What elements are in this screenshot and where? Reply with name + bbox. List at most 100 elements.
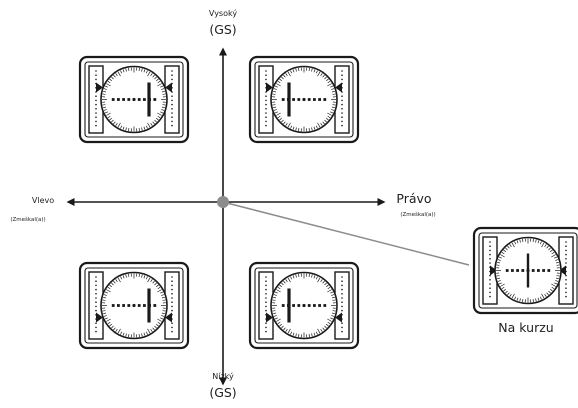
course-dot xyxy=(292,98,295,101)
scale-dot xyxy=(341,293,343,295)
scale-dot xyxy=(171,285,173,287)
course-dot xyxy=(318,98,321,101)
axis-sub-high: (GS) xyxy=(209,24,236,37)
center-dot xyxy=(302,98,305,101)
scale-dot xyxy=(171,301,173,303)
scale-dot xyxy=(265,293,267,295)
scale-dot xyxy=(171,125,173,127)
scale-dot xyxy=(265,301,267,303)
course-dot xyxy=(117,98,120,101)
scale-dot xyxy=(171,79,173,81)
scale-dot xyxy=(341,79,343,81)
scale-dot xyxy=(489,296,491,298)
course-needle xyxy=(287,83,290,117)
scale-dot xyxy=(95,301,97,303)
scale-dot xyxy=(565,283,567,285)
course-dot xyxy=(323,98,326,101)
course-dot xyxy=(153,304,156,307)
scale-dot xyxy=(95,70,97,72)
course-dot xyxy=(127,304,130,307)
course-dot xyxy=(297,304,300,307)
course-dot xyxy=(542,269,545,272)
scale-dot xyxy=(341,280,343,282)
course-needle xyxy=(147,83,150,117)
scale-dot xyxy=(171,70,173,72)
scale-dot xyxy=(341,125,343,127)
scale-dot xyxy=(489,287,491,289)
scale-dot xyxy=(565,241,567,243)
scale-dot xyxy=(341,116,343,118)
course-dot xyxy=(138,98,141,101)
scale-dot xyxy=(95,74,97,76)
scale-dot xyxy=(489,258,491,260)
scale-dot xyxy=(341,322,343,324)
scale-dot xyxy=(95,112,97,114)
axis-label-high: Vysoký xyxy=(209,10,237,18)
scale-dot xyxy=(265,95,267,97)
scale-dot xyxy=(341,331,343,333)
scale-dot xyxy=(489,254,491,256)
scale-dot xyxy=(95,310,97,312)
course-dot xyxy=(308,98,311,101)
scale-dot xyxy=(341,74,343,76)
center-dot xyxy=(132,304,135,307)
scale-dot xyxy=(341,95,343,97)
scale-dot xyxy=(171,289,173,291)
instrument-on-course xyxy=(474,228,578,313)
scale-dot xyxy=(95,125,97,127)
scale-dot xyxy=(171,306,173,308)
scale-dot xyxy=(95,276,97,278)
scale-dot xyxy=(565,254,567,256)
scale-dot xyxy=(171,116,173,118)
scale-dot xyxy=(95,289,97,291)
scale-dot xyxy=(95,297,97,299)
scale-dot xyxy=(565,279,567,281)
axis-sub-low: (GS) xyxy=(209,387,236,400)
scale-dot xyxy=(265,310,267,312)
course-dot xyxy=(516,269,519,272)
scale-dot xyxy=(171,280,173,282)
scale-dot xyxy=(171,327,173,329)
course-dot xyxy=(308,304,311,307)
course-dot xyxy=(292,304,295,307)
scale-dot xyxy=(265,70,267,72)
scale-dot xyxy=(265,322,267,324)
instrument-high-left xyxy=(80,57,188,142)
scale-dot xyxy=(265,112,267,114)
scale-dot xyxy=(95,293,97,295)
scale-dot xyxy=(95,306,97,308)
scale-dot xyxy=(565,262,567,264)
scale-dot xyxy=(95,331,97,333)
instrument-high-right xyxy=(250,57,358,142)
scale-dot xyxy=(95,121,97,123)
instrument-low-right xyxy=(250,263,358,348)
scale-dot xyxy=(489,241,491,243)
scale-dot xyxy=(341,70,343,72)
scale-dot xyxy=(171,331,173,333)
course-dot xyxy=(318,304,321,307)
scale-dot xyxy=(341,310,343,312)
scale-dot xyxy=(341,104,343,106)
scale-dot xyxy=(341,112,343,114)
scale-dot xyxy=(565,292,567,294)
course-dot xyxy=(282,98,285,101)
course-dot xyxy=(138,304,141,307)
instrument-low-left xyxy=(80,263,188,348)
scale-dot xyxy=(341,108,343,110)
scale-dot xyxy=(171,276,173,278)
scale-dot xyxy=(95,95,97,97)
scale-dot xyxy=(95,285,97,287)
scale-dot xyxy=(341,121,343,123)
course-dot xyxy=(122,98,125,101)
axis-label-low: Nízký xyxy=(212,373,234,381)
course-dot xyxy=(313,304,316,307)
scale-dot xyxy=(265,327,267,329)
scale-dot xyxy=(565,287,567,289)
scale-dot xyxy=(489,245,491,247)
scale-dot xyxy=(565,296,567,298)
scale-dot xyxy=(265,276,267,278)
scale-dot xyxy=(171,310,173,312)
scale-dot xyxy=(341,297,343,299)
course-needle xyxy=(147,289,150,323)
